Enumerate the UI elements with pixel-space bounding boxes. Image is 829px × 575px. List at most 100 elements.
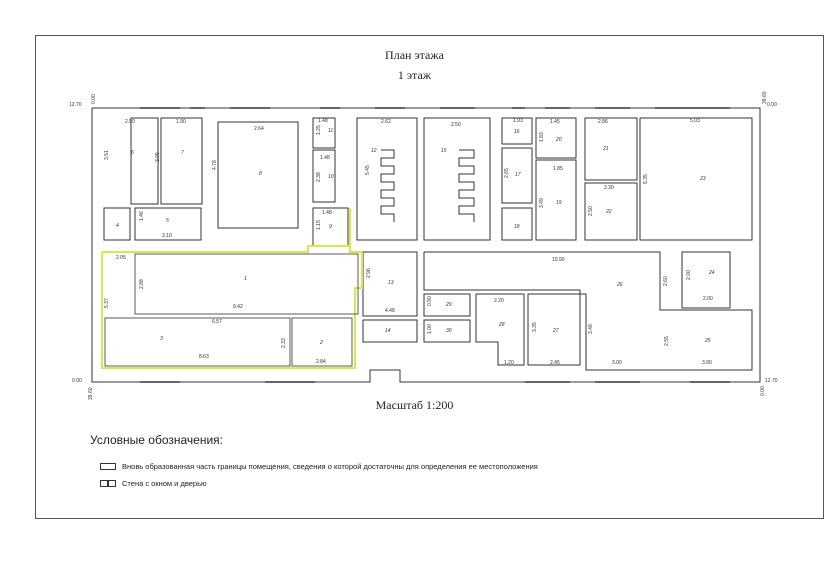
room-label-18: 18 [514, 224, 520, 230]
room-label-24: 24 [708, 270, 715, 276]
dim-label: 5.03 [690, 118, 700, 124]
dim-label: 9.42 [233, 304, 243, 310]
drawing-frame [35, 35, 824, 519]
dim-label: 2.30 [604, 185, 614, 191]
room-label-7: 7 [181, 150, 184, 156]
dim-label: 5.35 [643, 174, 649, 184]
room-label-4: 4 [116, 223, 119, 229]
legend-item-boundary: Вновь образованная часть границы помещен… [100, 462, 538, 471]
dimension-labels: 2.50 3.51 1.90 3.05 2.64 4.78 1.48 1.25 … [104, 118, 713, 366]
dim-label: 5.37 [104, 298, 110, 308]
dim-label: 2.96 [366, 268, 372, 278]
dim-label: 2.86 [598, 119, 608, 125]
room-5-outline [134, 207, 202, 241]
dim-label: 1.20 [504, 360, 514, 366]
dim-label: 2.50 [451, 122, 461, 128]
dim-label: 3.05 [155, 152, 161, 162]
dim-label: 1.93 [513, 118, 523, 124]
room-29-outline [423, 293, 471, 317]
dim-label: 2.00 [703, 296, 713, 302]
room-label-19: 19 [556, 200, 562, 206]
dim-label: 3.51 [104, 150, 110, 160]
dim-label: 3.00 [612, 360, 622, 366]
room-label-28: 28 [498, 322, 505, 328]
dim-label: 1.48 [318, 118, 328, 124]
dim-label: 4.78 [212, 160, 218, 170]
room-label-12: 12 [371, 148, 377, 154]
room-26-outline [423, 251, 753, 371]
floor-title: 1 этаж [397, 68, 432, 82]
legend-item-wall: Стена с окном и дверью [100, 479, 207, 488]
dim-label: 2.45 [550, 360, 560, 366]
room-label-3: 3 [160, 336, 163, 342]
room-27-outline [527, 293, 581, 366]
edge-label-left-top: 0.00 [91, 94, 97, 104]
room-label-29: 29 [445, 302, 452, 308]
dim-label: 2.65 [504, 168, 510, 178]
edge-label-top-right: 0.00 [767, 102, 777, 108]
dim-label: 1.85 [553, 166, 563, 172]
room-label-14: 14 [385, 328, 391, 334]
dim-label: 2.84 [316, 359, 326, 365]
edge-label-right-bottom: 0.00 [760, 386, 766, 396]
room-12-outline [356, 117, 418, 241]
room-18-outline [501, 207, 533, 241]
room-15-outline [423, 117, 491, 241]
edge-label-bottom-left: 0.00 [72, 378, 82, 384]
room-16-outline [501, 117, 533, 145]
room-label-11: 11 [328, 128, 333, 134]
room-label-26: 26 [616, 282, 623, 288]
room-label-2: 2 [319, 340, 323, 346]
dim-label: 1.90 [176, 119, 186, 125]
room-label-21: 21 [602, 146, 609, 152]
room-label-23: 23 [699, 176, 706, 182]
legend-item-text: Вновь образованная часть границы помещен… [122, 462, 538, 471]
dim-label: 5.45 [365, 165, 371, 175]
dim-label: 1.15 [316, 220, 322, 230]
room-label-22: 22 [605, 209, 612, 215]
dim-label: 2.38 [316, 172, 322, 182]
room-30-outline [423, 319, 471, 343]
dim-label: 10.90 [552, 257, 565, 263]
plan-title: План этажа [385, 48, 444, 62]
scale-label: Масштаб 1:200 [375, 398, 454, 412]
dim-label: 3.35 [532, 322, 538, 332]
dim-label: 0.90 [427, 296, 433, 306]
dim-label: 2.88 [139, 279, 145, 289]
edge-label-top-left: 12.70 [69, 102, 82, 108]
boundary-symbol-icon [100, 463, 116, 470]
room-label-27: 27 [552, 328, 559, 334]
room-1-outline [134, 253, 359, 315]
room-label-6: 6 [131, 150, 134, 156]
room-20-outline [535, 117, 577, 159]
dim-label: 2.55 [664, 336, 670, 346]
room-10-outline [312, 149, 336, 203]
dim-label: 2.62 [381, 119, 391, 125]
dim-label: 3.48 [588, 324, 594, 334]
room-label-1: 1 [244, 276, 247, 282]
room-4-outline [103, 207, 131, 241]
dim-label: 2.64 [254, 126, 264, 132]
edge-labels: 12.70 0.00 0.00 39.60 0.00 12.70 39.60 0… [69, 91, 778, 400]
dim-label: 1.48 [320, 155, 330, 161]
dim-label: 4.48 [385, 308, 395, 314]
dim-label: 2.05 [116, 255, 126, 261]
edge-label-right-top: 39.60 [762, 91, 768, 104]
legend-heading: Условные обозначения: [90, 433, 223, 447]
room-8-outline [217, 121, 299, 229]
room-label-5: 5 [166, 218, 169, 224]
wall-window-door-symbol-icon [100, 480, 116, 487]
room-22-outline [584, 182, 638, 241]
edge-label-bottom-right: 12.70 [765, 378, 778, 384]
dim-label: 8.63 [199, 354, 209, 360]
dim-label: 2.50 [125, 119, 135, 125]
room-label-13: 13 [388, 280, 394, 286]
dim-label: 2.60 [663, 276, 669, 286]
edge-label-left-bottom: 39.60 [88, 387, 94, 400]
room-labels: 1 2 3 4 5 6 7 8 9 10 11 12 13 14 15 16 1… [116, 128, 715, 346]
room-label-8: 8 [259, 171, 262, 177]
room-19-outline [535, 159, 577, 241]
room-label-25: 25 [704, 338, 711, 344]
dim-label: 1.25 [316, 125, 322, 135]
